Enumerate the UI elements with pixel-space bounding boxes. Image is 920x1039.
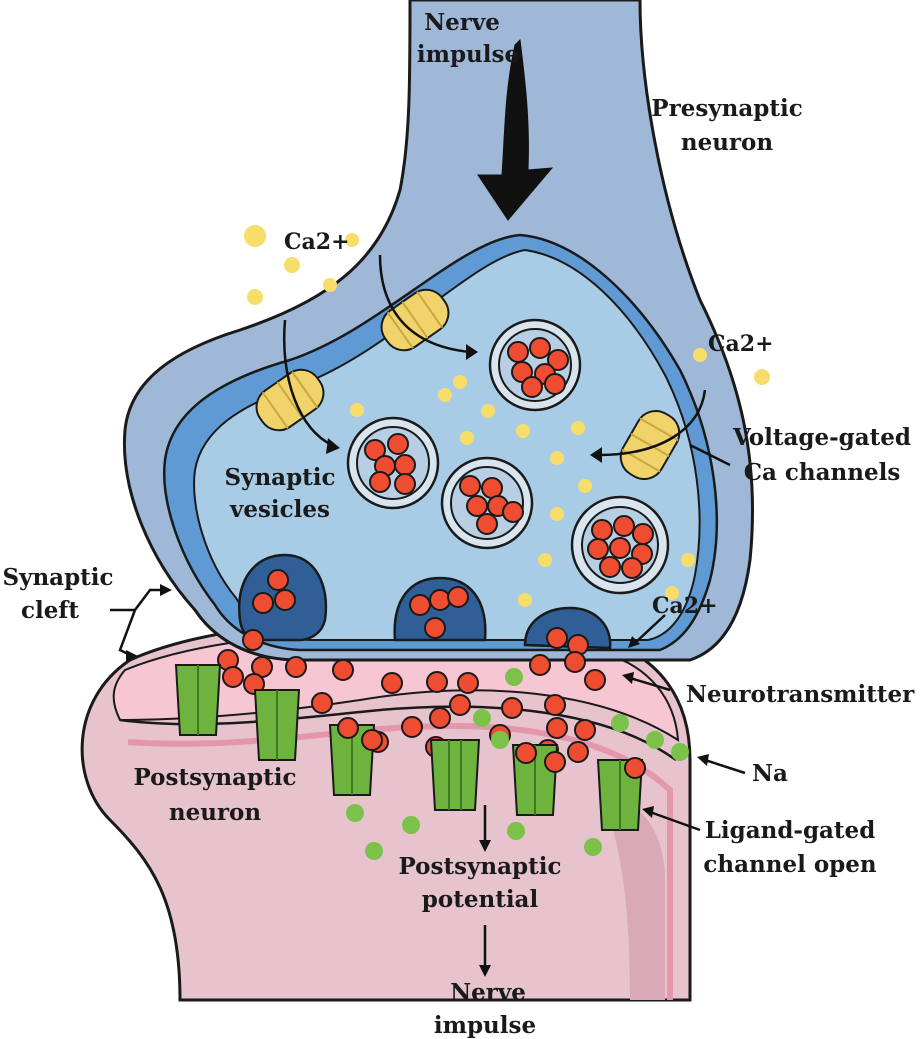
- label-postsynaptic-2: neuron: [169, 799, 262, 826]
- label-na: Na: [752, 760, 788, 787]
- label-synaptic-cleft-2: cleft: [21, 597, 79, 624]
- label-ligand-gated-1: Ligand-gated: [705, 817, 876, 844]
- receptor-2: [255, 690, 299, 760]
- label-postsynaptic-potential-1: Postsynaptic: [399, 853, 562, 880]
- label-ligand-gated-2: channel open: [703, 851, 877, 878]
- label-ca-right: Ca2+: [708, 331, 774, 357]
- label-nerve-impulse-top-2: impulse: [417, 41, 519, 68]
- label-synaptic-cleft-1: Synaptic: [2, 564, 113, 591]
- vesicle-4: [572, 497, 668, 593]
- label-voltage-gated-1: Voltage-gated: [732, 424, 911, 451]
- label-voltage-gated-2: Ca channels: [744, 459, 901, 486]
- label-ca-left: Ca2+: [284, 229, 350, 255]
- receptor-1: [176, 665, 220, 735]
- label-presynaptic-1: Presynaptic: [651, 95, 802, 122]
- vesicle-1: [490, 320, 580, 410]
- label-nerve-impulse-top-1: Nerve: [424, 9, 500, 36]
- receptor-6: [598, 758, 645, 830]
- label-nerve-impulse-bottom-2: impulse: [434, 1012, 536, 1039]
- label-synaptic-vesicles-2: vesicles: [229, 496, 330, 523]
- receptor-4: [431, 740, 479, 810]
- label-synaptic-vesicles-1: Synaptic: [224, 464, 335, 491]
- label-postsynaptic-1: Postsynaptic: [134, 764, 297, 791]
- vesicle-3: [442, 458, 532, 548]
- label-postsynaptic-potential-2: potential: [422, 886, 539, 913]
- label-neurotransmitter: Neurotransmitter: [686, 681, 915, 708]
- label-nerve-impulse-bottom-1: Nerve: [450, 979, 526, 1006]
- label-ca-bottom: Ca2+: [652, 593, 718, 619]
- label-presynaptic-2: neuron: [681, 129, 774, 156]
- vesicle-2: [348, 418, 438, 508]
